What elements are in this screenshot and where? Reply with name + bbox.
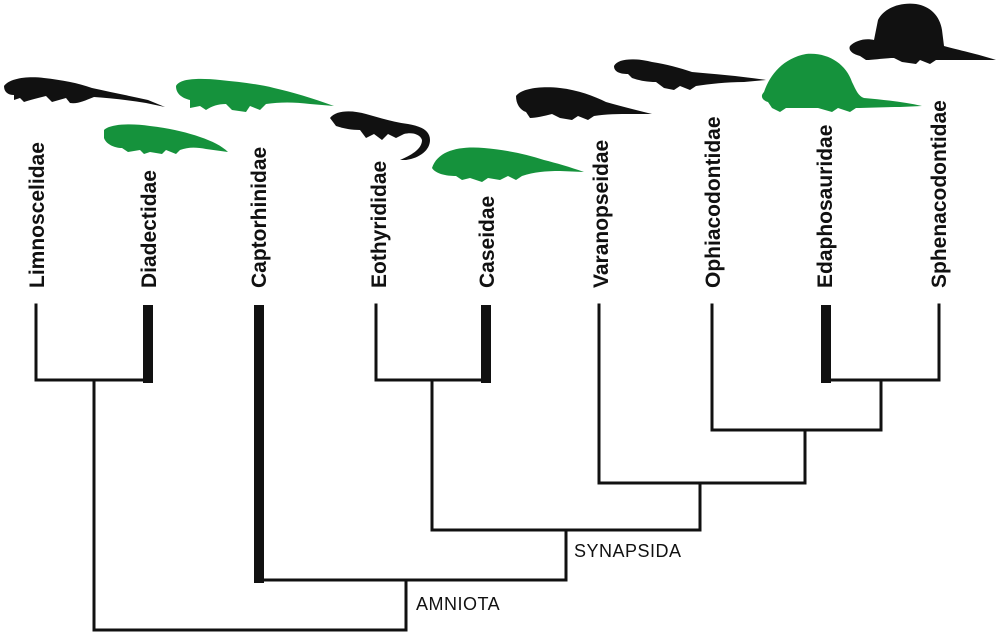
taxon-label-varanopseidae: Varanopseidae <box>590 140 613 288</box>
clade-label-amniota: AMNIOTA <box>416 594 500 614</box>
taxon-label-edaphosauridae: Edaphosauridae <box>814 125 837 288</box>
ophiacodontid-silhouette-icon <box>614 59 766 90</box>
node-ophiacodontidae-sphenacodontia <box>710 378 883 432</box>
node-varanopseidae-rest <box>597 428 807 485</box>
eothyridid-silhouette-icon <box>330 111 430 160</box>
node-synapsida-stem <box>262 528 568 582</box>
taxon-label-limnoscelidae: Limnoscelidae <box>26 142 49 288</box>
varanopid-silhouette-icon <box>516 87 652 120</box>
sphenacodontid-silhouette-icon <box>849 3 996 64</box>
caseid-silhouette-icon <box>432 147 584 182</box>
taxon-label-captorhinidae: Captorhinidae <box>248 147 271 288</box>
taxon-labels: Limnoscelidae Diadectidae Captorhinidae … <box>26 100 951 288</box>
taxon-label-caseidae: Caseidae <box>476 196 499 288</box>
limnoscelid-silhouette-icon <box>4 77 165 107</box>
taxon-label-ophiacodontidae: Ophiacodontidae <box>702 116 725 288</box>
captorhinid-silhouette-icon <box>176 78 334 112</box>
diadectid-silhouette-icon <box>104 124 228 154</box>
node-amniota <box>92 378 408 632</box>
taxon-label-sphenacodontidae: Sphenacodontidae <box>928 100 951 288</box>
node-synapsida <box>430 378 702 532</box>
taxon-label-diadectidae: Diadectidae <box>138 170 161 288</box>
silhouettes <box>4 3 996 182</box>
clade-label-synapsida: SYNAPSIDA <box>574 541 682 561</box>
taxon-label-eothyrididae: Eothyrididae <box>368 161 391 288</box>
tree-branches <box>34 303 941 632</box>
edaphosaurid-silhouette-icon <box>761 53 922 112</box>
